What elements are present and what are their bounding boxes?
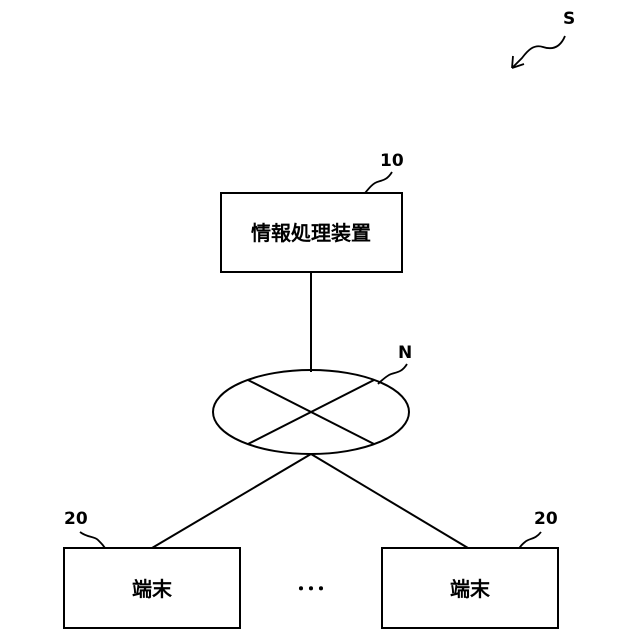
server-leader xyxy=(364,172,392,194)
network-ref: N xyxy=(398,343,412,363)
network-leader xyxy=(378,364,407,384)
system-arrow xyxy=(512,36,565,68)
network-terminal-link-right xyxy=(311,454,468,548)
network-terminal-link-left xyxy=(152,454,311,548)
terminal-right-label: 端末 xyxy=(450,577,491,601)
terminal-right-ref: 20 xyxy=(534,509,558,529)
server-ref: 10 xyxy=(380,151,404,171)
system-label: S xyxy=(563,9,575,29)
terminal-ellipsis: ･･･ xyxy=(296,577,326,601)
server-label: 情報処理装置 xyxy=(251,221,371,245)
terminal-left-ref: 20 xyxy=(64,509,88,529)
terminal-left-label: 端末 xyxy=(132,577,173,601)
